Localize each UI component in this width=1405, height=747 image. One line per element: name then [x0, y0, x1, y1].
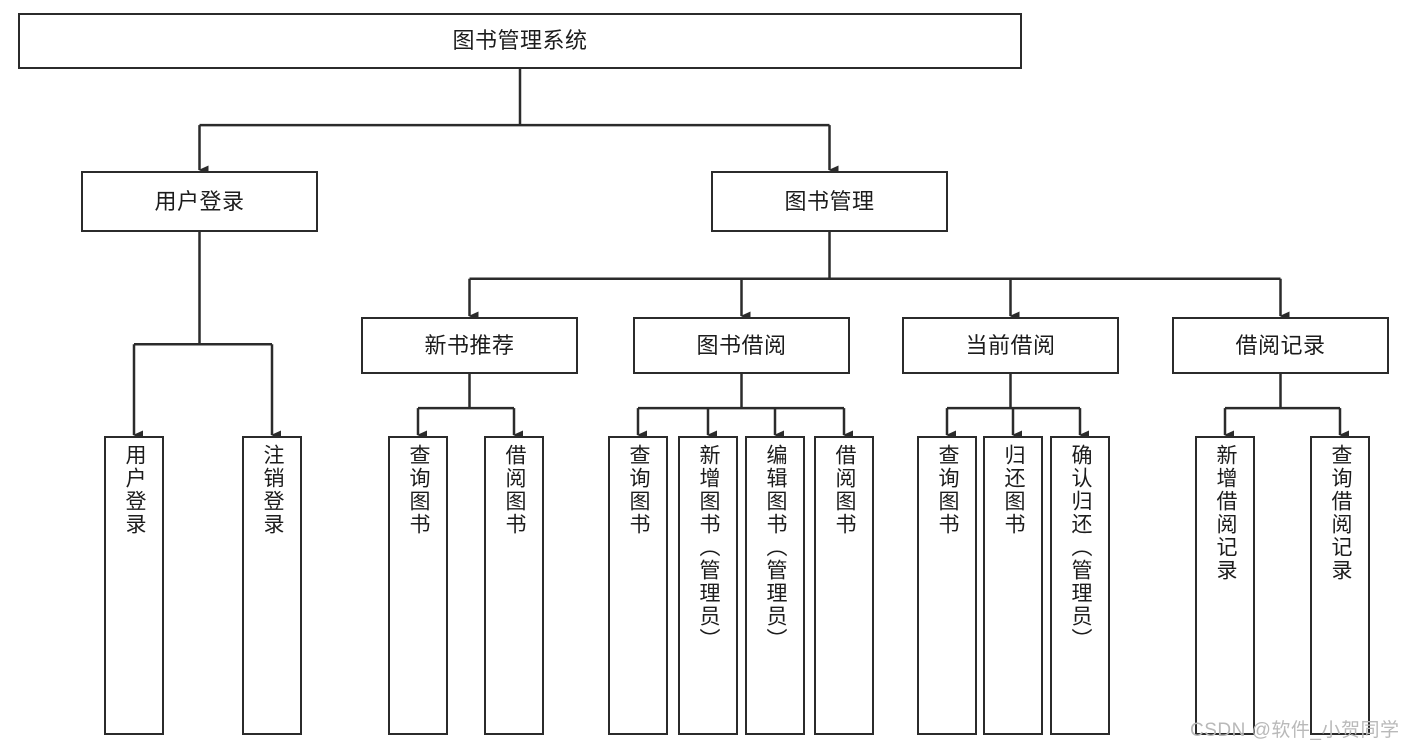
node-leaf-query-book-3[interactable]: 查询图书: [917, 436, 977, 735]
node-user-login[interactable]: 用户登录: [81, 171, 318, 232]
node-label: 新增借阅记录: [1214, 444, 1238, 582]
node-label: 查询图书: [627, 444, 651, 536]
node-borrow-record[interactable]: 借阅记录: [1172, 317, 1389, 374]
node-new-book-recommend[interactable]: 新书推荐: [361, 317, 578, 374]
node-label: 借阅图书: [833, 444, 857, 536]
node-label: 借阅图书: [503, 444, 527, 536]
node-leaf-return-book[interactable]: 归还图书: [983, 436, 1043, 735]
node-label: 确认归还（管理员）: [1069, 444, 1093, 651]
node-leaf-borrow-book-2[interactable]: 借阅图书: [814, 436, 874, 735]
node-label: 图书管理: [784, 188, 875, 214]
node-leaf-query-record[interactable]: 查询借阅记录: [1310, 436, 1370, 735]
node-label: 借阅记录: [1235, 332, 1326, 358]
node-label: 新书推荐: [424, 332, 515, 358]
node-leaf-confirm-return[interactable]: 确认归还（管理员）: [1050, 436, 1110, 735]
node-current-borrow[interactable]: 当前借阅: [902, 317, 1119, 374]
node-label: 注销登录: [261, 444, 285, 536]
node-leaf-edit-book[interactable]: 编辑图书（管理员）: [745, 436, 805, 735]
node-leaf-logout[interactable]: 注销登录: [242, 436, 302, 735]
node-leaf-add-book[interactable]: 新增图书（管理员）: [678, 436, 738, 735]
node-label: 用户登录: [123, 444, 147, 536]
node-leaf-user-login[interactable]: 用户登录: [104, 436, 164, 735]
node-leaf-add-record[interactable]: 新增借阅记录: [1195, 436, 1255, 735]
node-label: 编辑图书（管理员）: [764, 444, 788, 651]
node-book-manage[interactable]: 图书管理: [711, 171, 948, 232]
node-label: 图书管理系统: [452, 28, 588, 54]
node-label: 查询借阅记录: [1329, 444, 1353, 582]
node-label: 查询图书: [936, 444, 960, 536]
node-label: 归还图书: [1002, 444, 1026, 536]
node-label: 查询图书: [407, 444, 431, 536]
node-label: 新增图书（管理员）: [697, 444, 721, 651]
node-root[interactable]: 图书管理系统: [18, 13, 1022, 69]
node-label: 当前借阅: [965, 332, 1056, 358]
node-leaf-query-book-1[interactable]: 查询图书: [388, 436, 448, 735]
node-label: 用户登录: [154, 188, 245, 214]
node-label: 图书借阅: [696, 332, 787, 358]
edge-group: [132, 69, 1349, 440]
node-leaf-borrow-book-1[interactable]: 借阅图书: [484, 436, 544, 735]
node-book-borrow[interactable]: 图书借阅: [633, 317, 850, 374]
node-leaf-query-book-2[interactable]: 查询图书: [608, 436, 668, 735]
